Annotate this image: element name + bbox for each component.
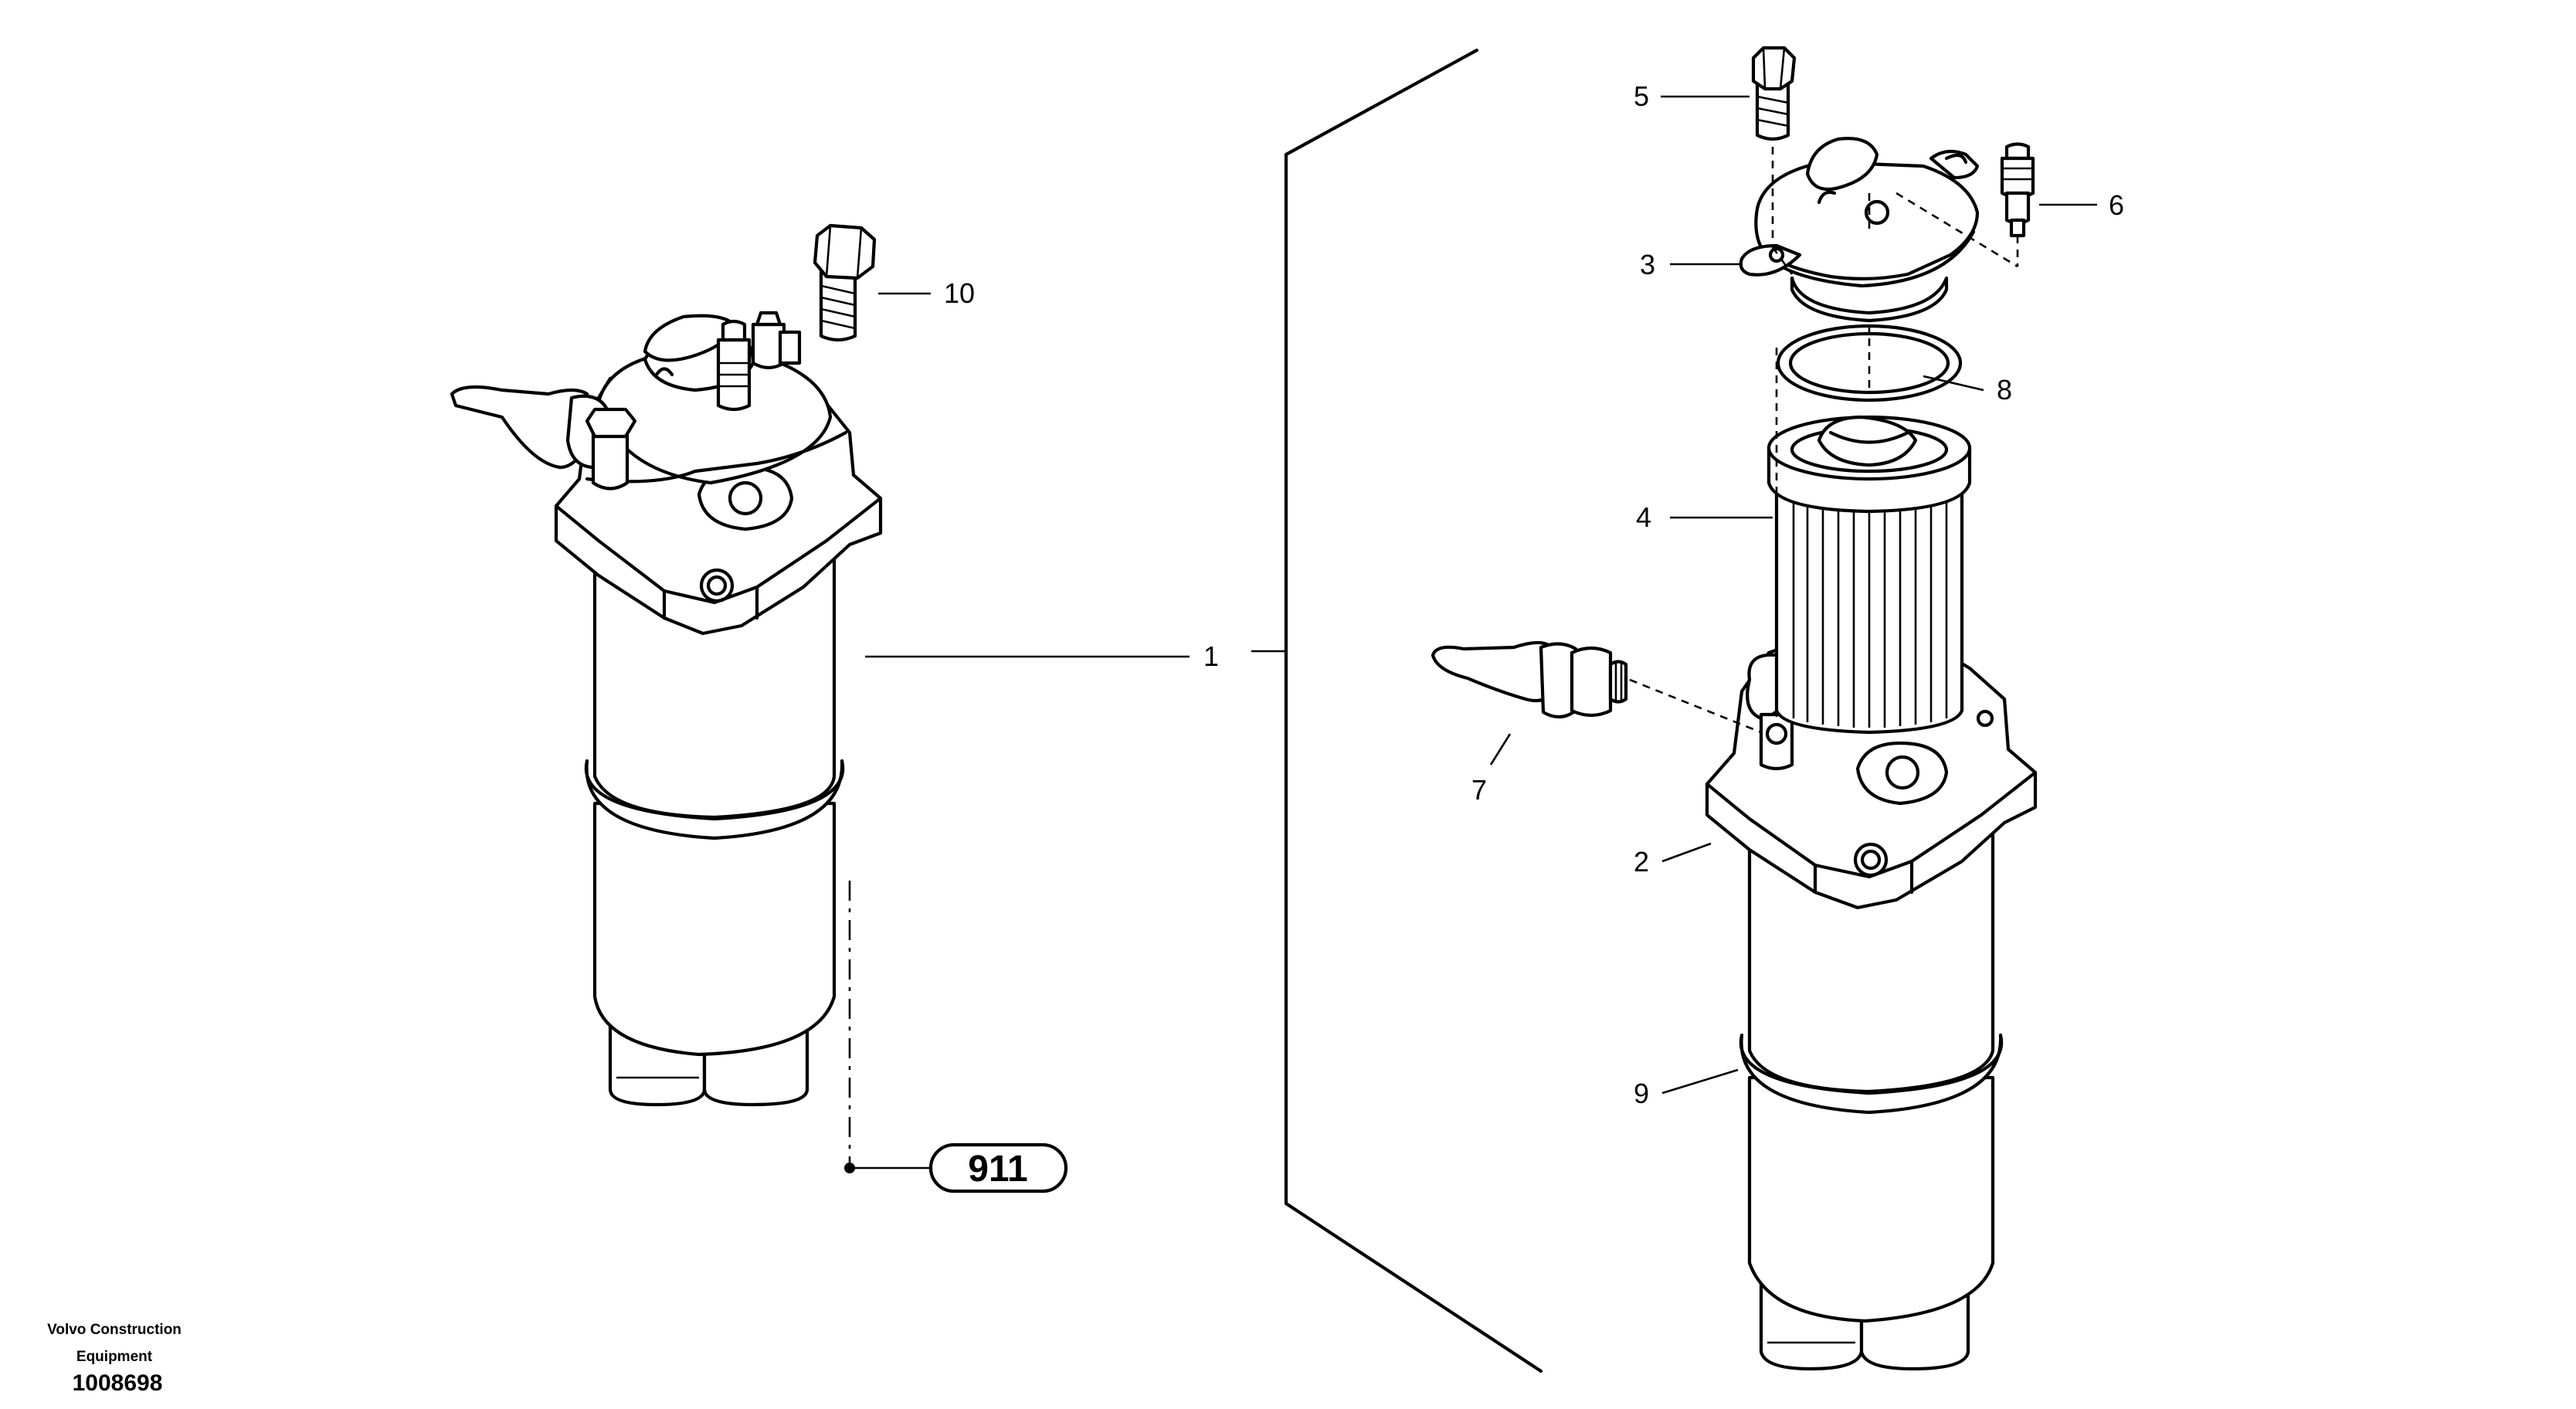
callout-10: 10: [944, 277, 975, 309]
reference-tag-box[interactable]: [928, 1142, 1068, 1193]
assembled-filter: [450, 311, 883, 1107]
filter-pleats: [1792, 502, 1948, 728]
vent-valve-6: [2000, 142, 2035, 238]
reference-tag[interactable]: 911: [928, 1142, 1068, 1193]
reference-tag-label[interactable]: 911: [968, 1149, 1027, 1190]
footer: Volvo Construction Equipment 1008698: [47, 1322, 182, 1396]
footer-company-line2: Equipment: [76, 1349, 153, 1365]
callout-5: 5: [1634, 80, 1649, 112]
callout-8: 8: [1997, 374, 2012, 406]
callout-7: 7: [1471, 774, 1487, 806]
o-ring-8: [1776, 324, 1963, 402]
leader-lines: [865, 95, 2097, 1095]
sensor-7: [1431, 640, 1628, 719]
footer-drawing-number: 1008698: [73, 1370, 163, 1396]
callout-labels: 1 2 3 4 5 6 7 8 9 10: [944, 80, 2124, 1109]
lower-bowl: [592, 801, 837, 1057]
callout-3: 3: [1640, 249, 1655, 280]
callout-2: 2: [1634, 846, 1649, 878]
bolt-5: [1751, 46, 1797, 141]
cover-3: [1739, 137, 1980, 323]
exploded-filter: [1431, 46, 2038, 1371]
assembly-bracket: [1284, 48, 1543, 1373]
callout-9: 9: [1634, 1078, 1649, 1109]
callout-6: 6: [2109, 189, 2124, 221]
callout-4: 4: [1636, 501, 1651, 533]
bolt-10: [813, 223, 877, 342]
callout-1: 1: [1203, 640, 1219, 672]
footer-company-line1: Volvo Construction: [47, 1322, 182, 1338]
